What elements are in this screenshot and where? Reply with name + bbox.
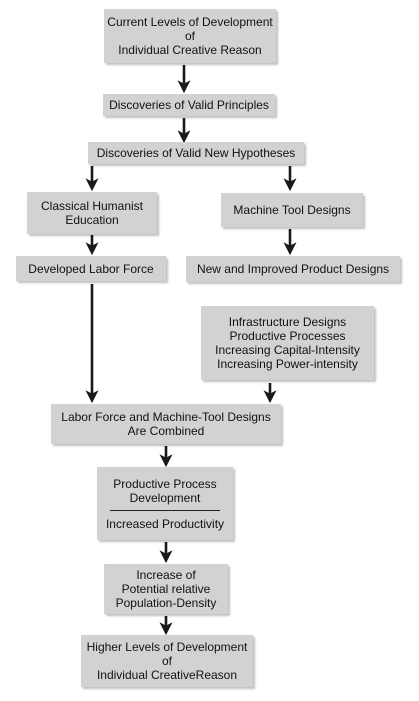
box-line: Higher Levels of Development [86,640,248,654]
box-line: Increasing Power-intensity [217,357,358,371]
box-line: Developed Labor Force [28,261,154,276]
box-current-levels: Current Levels of Development of Individ… [104,9,276,63]
box-line: Increased Productivity [105,516,225,531]
box-higher-levels: Higher Levels of Development of Individu… [81,635,253,687]
box-line: Labor Force and Machine-Tool Designs [61,410,271,424]
box-line: Productive Processes [229,329,346,343]
box-machine-tool-designs: Machine Tool Designs [221,193,363,227]
divider-rule [110,509,220,511]
box-line: Discoveries of Valid Principles [109,98,269,112]
box-line: Classical Humanist [40,199,144,213]
box-line: Development [129,490,201,505]
box-line: Individual Creative Reason [118,43,262,57]
box-line: Machine Tool Designs [233,203,351,217]
box-discoveries-principles: Discoveries of Valid Principles [103,94,275,116]
box-line: Increasing Capital-Intensity [215,343,360,357]
box-line: of [184,29,195,43]
box-discoveries-hypotheses: Discoveries of Valid New Hypotheses [88,142,304,164]
box-combined: Labor Force and Machine-Tool Designs Are… [51,404,281,444]
box-line: Discoveries of Valid New Hypotheses [96,146,296,160]
box-line: Population-Density [115,596,217,610]
box-infrastructure: Infrastructure Designs Productive Proces… [201,306,374,380]
box-population-density: Increase of Potential relative Populatio… [104,564,228,614]
box-new-product-designs: New and Improved Product Designs [186,256,400,282]
box-line: Productive Process [113,476,217,491]
box-line: New and Improved Product Designs [196,262,390,276]
box-line: Current Levels of Development [107,15,273,29]
box-line: Increase of [136,568,196,582]
box-line: Are Combined [127,424,205,438]
box-line: of [161,654,172,668]
box-productive-process: Productive Process Development Increased… [97,467,233,540]
box-line: Potential relative [121,582,211,596]
box-line: Education [65,213,119,227]
box-developed-labor-force: Developed Labor Force [16,256,166,281]
box-classical-education: Classical Humanist Education [27,192,157,234]
box-line: Infrastructure Designs [228,315,347,329]
box-line: Individual CreativeReason [96,668,238,682]
